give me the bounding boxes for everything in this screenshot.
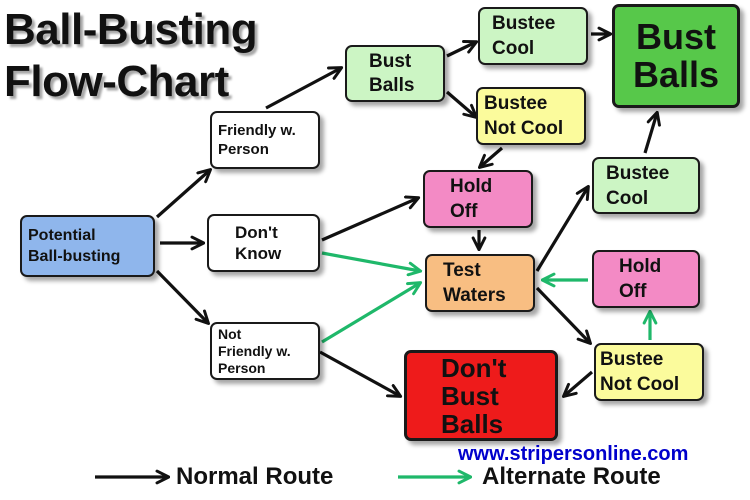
node-line: Not Cool [600, 374, 680, 395]
node-line: Balls [441, 408, 504, 439]
arrow-bust-balls-to-bustee-not-cool [445, 90, 479, 119]
chart-title-line-2: Flow-Chart [4, 57, 229, 106]
node-line: Off [450, 201, 478, 222]
node-line: Balls [632, 54, 720, 95]
chart-title-line-1: Ball-Busting [4, 5, 258, 54]
arrow-not-friendly-to-dont-bust [319, 350, 403, 398]
arrow-bustee-not-cool-to-hold-off [477, 146, 504, 169]
node-line: Bustee [600, 349, 664, 370]
node-line: Don't [235, 223, 278, 242]
node-test-waters: Test Waters [425, 254, 535, 312]
arrow-potential-to-not-friendly [155, 269, 210, 325]
node-line: Know [235, 244, 282, 263]
node-line: Friendly w. [218, 342, 291, 359]
legend-alternate-label: Alternate Route [482, 463, 661, 490]
node-line: Person [218, 359, 266, 376]
node-potential-ball-busting: Potential Ball-busting [20, 215, 155, 277]
arrow-potential-to-friendly [155, 168, 213, 219]
node-line: Don't [441, 352, 507, 383]
alt-arrow-dont-know-to-test-waters [321, 251, 423, 277]
node-line: Test [443, 260, 481, 281]
node-line: Ball-busting [28, 248, 121, 265]
node-line: Cool [606, 187, 649, 209]
node-line: Off [619, 281, 647, 302]
node-line: Balls [369, 74, 415, 96]
arrow-dont-know-to-hold-off [321, 195, 421, 242]
arrow-test-waters-to-bustee-not-cool [535, 286, 592, 346]
node-dont-bust-balls: Don't Bust Balls [404, 350, 558, 441]
alt-arrow-not-friendly-to-test-waters [321, 281, 423, 344]
node-line: Bustee [606, 162, 670, 184]
arrow-friendly-to-bust-balls [265, 66, 344, 110]
arrow-test-waters-to-bustee-cool [535, 184, 590, 272]
node-not-friendly-with-person: Not Friendly w. Person [210, 322, 320, 380]
node-line: Bust [441, 380, 499, 411]
node-line: Hold [619, 256, 662, 277]
node-line: Person [218, 141, 269, 158]
node-line: Hold [450, 176, 493, 197]
node-bust-balls: Bust Balls [345, 45, 445, 102]
node-bustee-cool-top: Bustee Cool [478, 7, 588, 65]
node-bustee-cool-right: Bustee Cool [592, 157, 700, 214]
node-line: Bust [636, 16, 716, 57]
node-line: Waters [443, 285, 506, 306]
legend-normal-label: Normal Route [176, 463, 334, 490]
node-line: Cool [492, 38, 535, 59]
node-line: Bustee [484, 93, 548, 114]
node-line: Bust [369, 50, 412, 72]
node-hold-off-1: Hold Off [423, 170, 533, 228]
node-line: Bustee [492, 13, 556, 34]
node-friendly-with-person: Friendly w. Person [210, 111, 320, 169]
node-line: Not Cool [484, 118, 564, 139]
node-dont-know: Don't Know [207, 214, 320, 272]
arrow-bust-balls-to-bustee-cool [446, 40, 479, 58]
node-hold-off-2: Hold Off [592, 250, 700, 308]
node-line: Potential [28, 227, 96, 244]
arrow-bustee-cool-right-to-final [643, 110, 661, 154]
node-bust-balls-final: Bust Balls [612, 4, 740, 108]
node-line: Friendly w. [218, 122, 296, 139]
node-bustee-not-cool-bottom: Bustee Not Cool [594, 343, 704, 401]
arrow-bustee-not-cool-to-dont-bust [561, 370, 594, 398]
node-bustee-not-cool-top: Bustee Not Cool [476, 87, 586, 145]
website-url: www.stripersonline.com [458, 443, 689, 465]
node-line: Not [218, 325, 242, 342]
